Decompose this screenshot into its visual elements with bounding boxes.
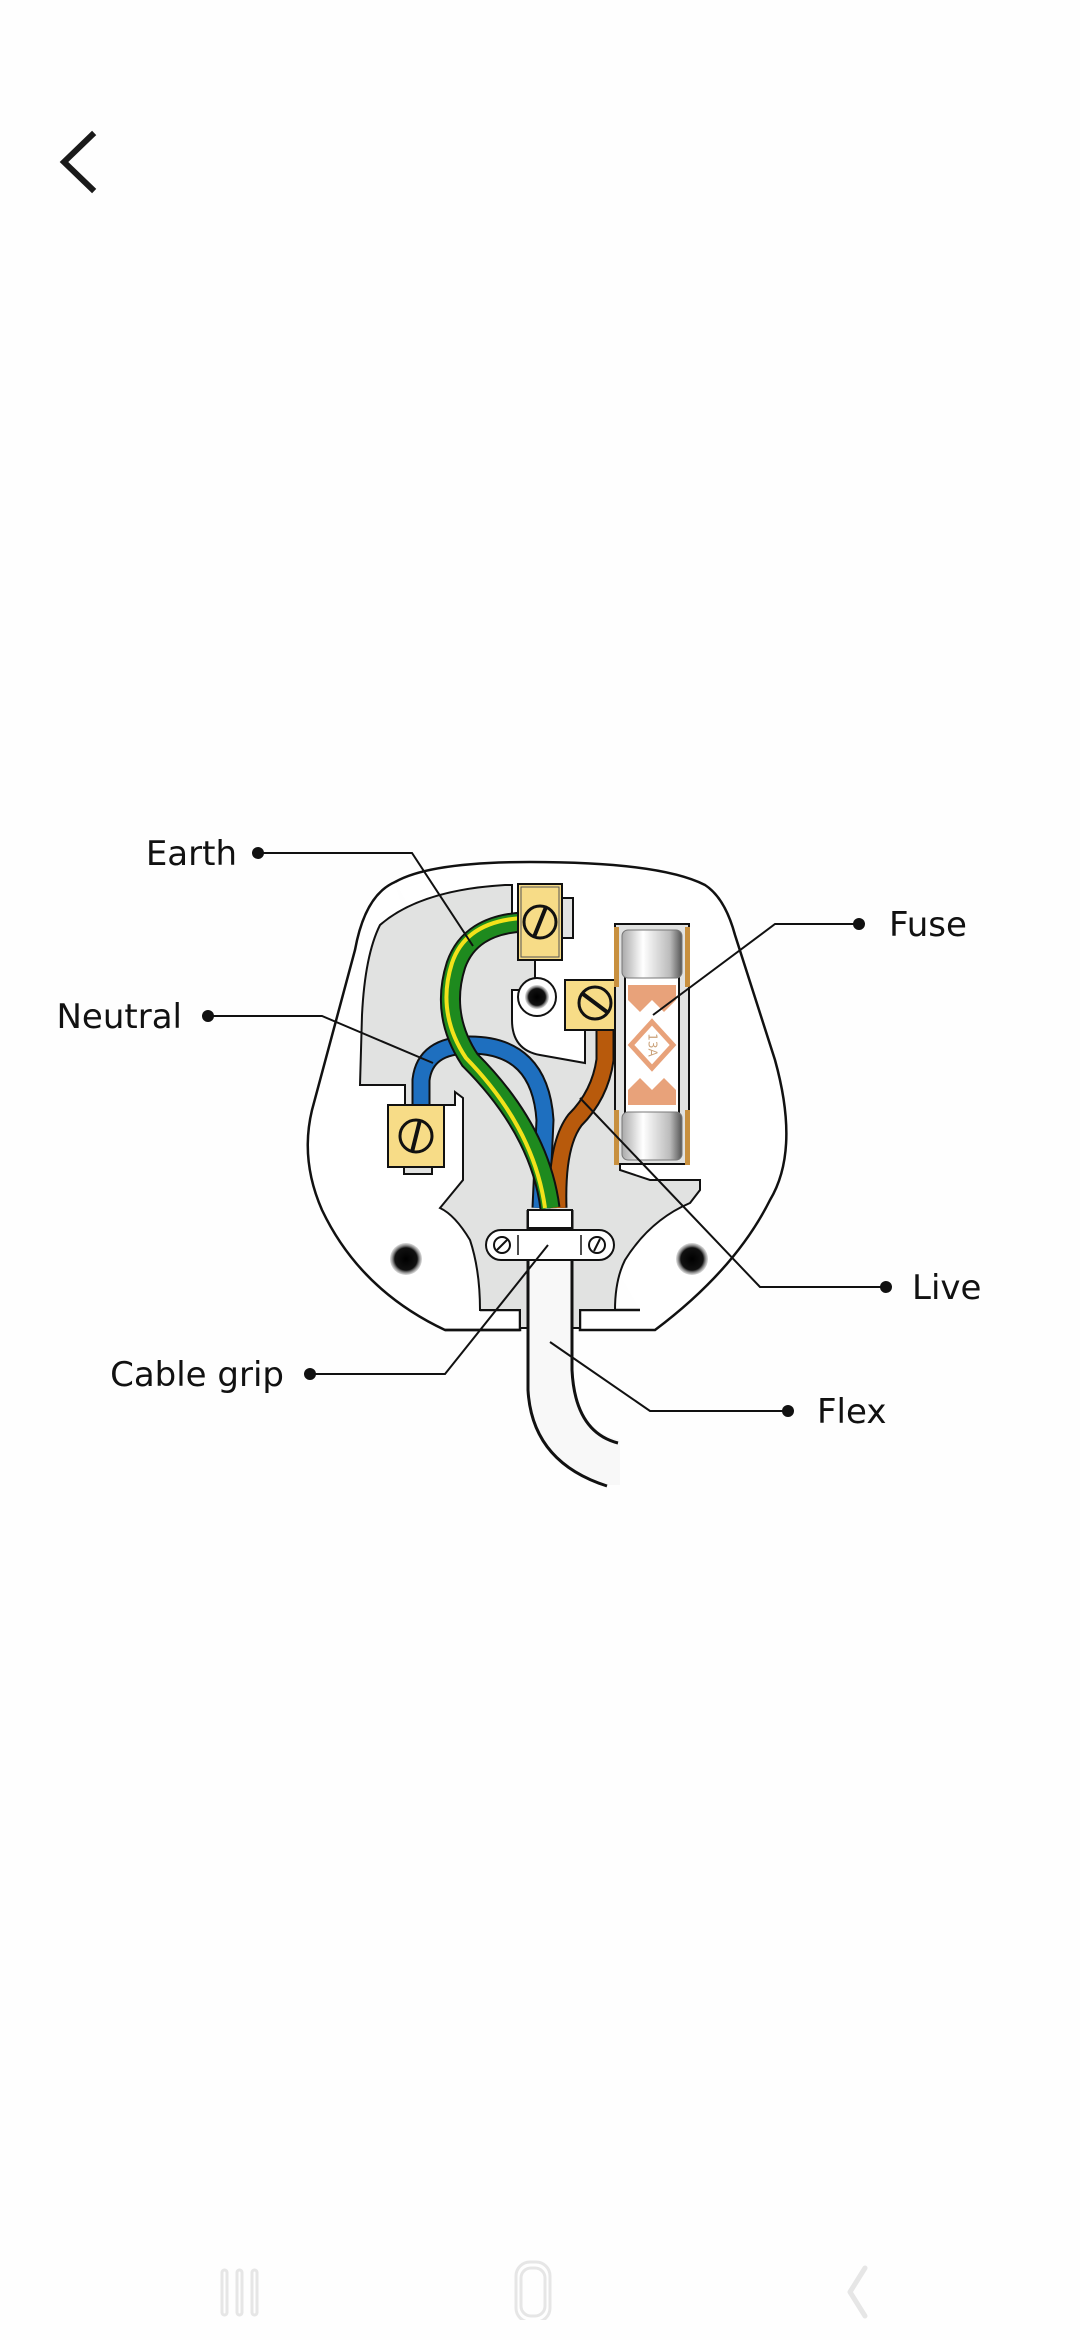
neutral-leader: [208, 1015, 434, 1064]
fuse-leader: [652, 923, 859, 1016]
chevron-left-icon: [59, 130, 97, 194]
flex-cable: [528, 1210, 620, 1485]
label-neutral: Neutral: [57, 997, 183, 1037]
back-nav-button[interactable]: [805, 2240, 895, 2320]
label-fuse: Fuse: [889, 905, 967, 945]
neutral-terminal: [387, 1104, 445, 1175]
back-button[interactable]: [40, 115, 120, 205]
label-flex: Flex: [817, 1392, 886, 1432]
recent-apps-button[interactable]: [197, 2240, 287, 2320]
cable-grip: [485, 1229, 615, 1261]
earth-leader: [258, 852, 474, 947]
home-button[interactable]: [495, 2240, 585, 2324]
live-leader: [579, 1097, 886, 1288]
home-icon: [514, 2260, 552, 2324]
flex-leader: [549, 1341, 788, 1412]
pin-hole-left: [390, 1243, 422, 1275]
system-navigation-bar: [0, 2220, 1080, 2340]
pin-hole-right: [676, 1243, 708, 1275]
recent-apps-icon: [220, 2268, 259, 2317]
label-cable-grip: Cable grip: [110, 1355, 284, 1395]
fuse-rating: 13A: [646, 1033, 660, 1057]
label-earth: Earth: [146, 834, 237, 874]
cable-grip-leader: [310, 1244, 549, 1375]
fuse: 13A: [614, 923, 690, 1165]
label-live: Live: [912, 1268, 981, 1308]
earth-terminal: [517, 883, 574, 961]
back-nav-icon: [847, 2265, 868, 2319]
